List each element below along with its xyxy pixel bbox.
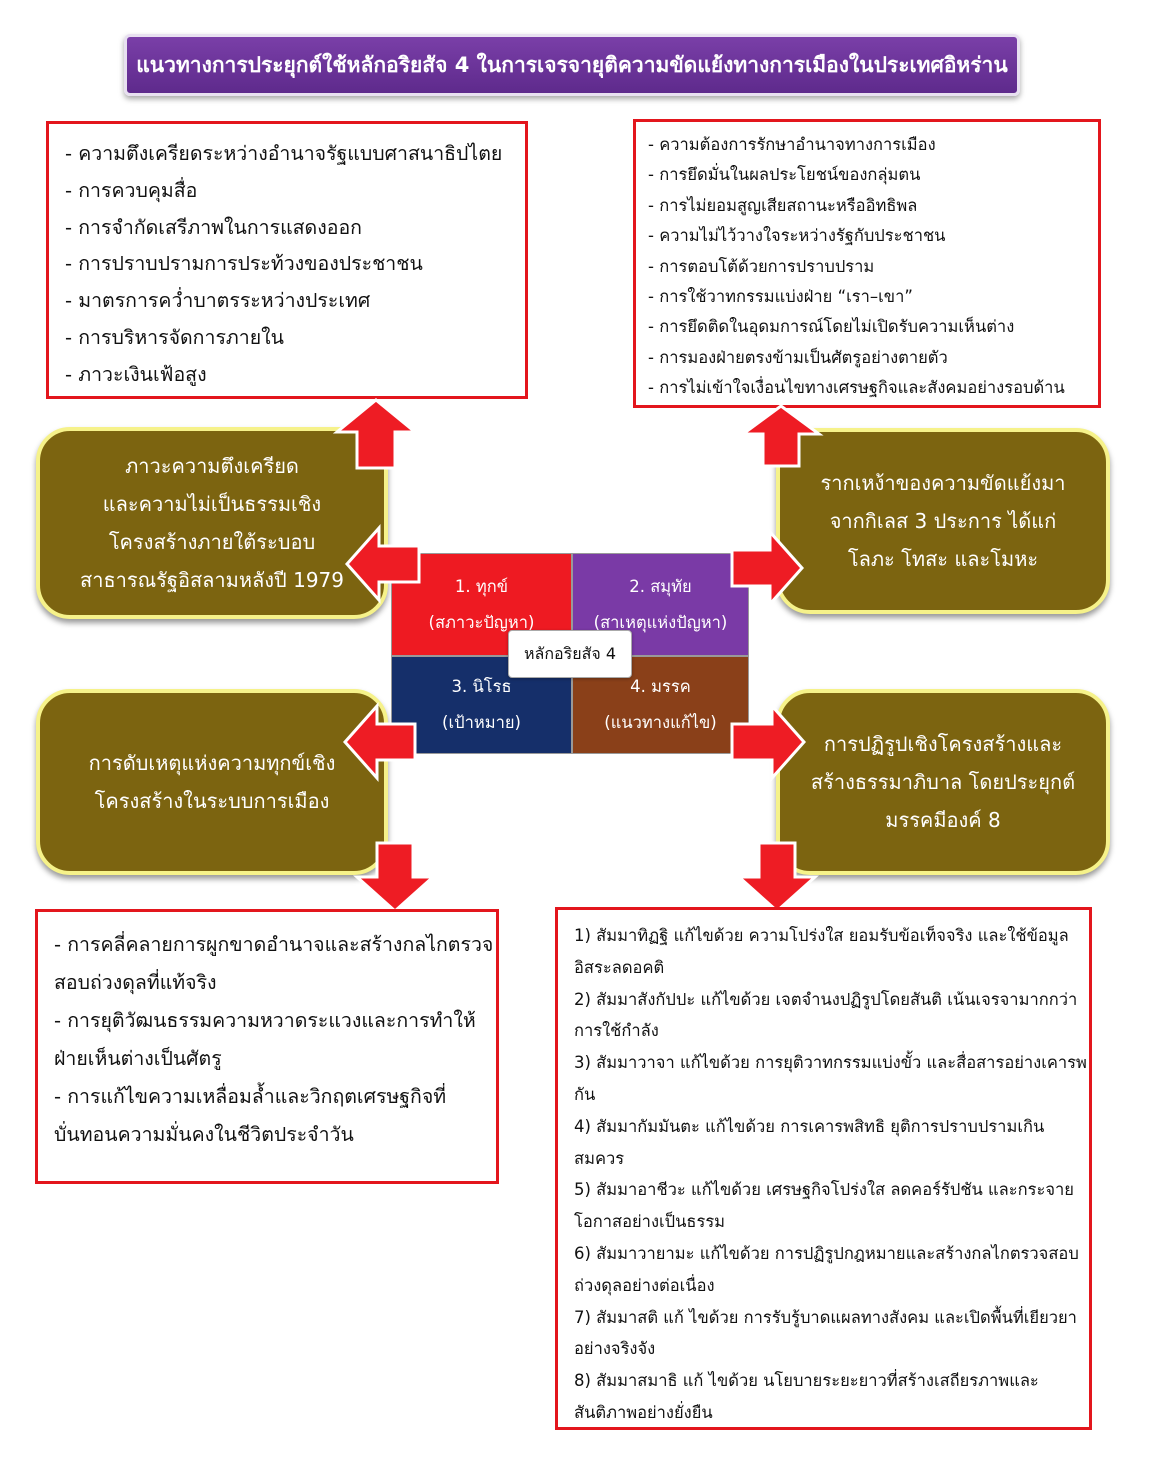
summary-line: สร้างธรรมาภิบาล โดยประยุกต์ xyxy=(810,770,1076,794)
list-item: - มาตรการคว่ำบาตรระหว่างประเทศ xyxy=(65,289,371,313)
magga-summary-box: การปฏิรูปเชิงโครงสร้างและ สร้างธรรมาภิบา… xyxy=(776,689,1110,875)
quadrant-title: 4. มรรค xyxy=(630,677,691,696)
list-item: 5) สัมมาอาชีวะ แก้ไขด้วย เศรษฐกิจโปร่งใส… xyxy=(574,1180,1074,1232)
quadrant-subtitle: (สาเหตุแห่งปัญหา) xyxy=(593,612,728,632)
arrow-left-icon xyxy=(342,702,417,782)
arrow-down-icon xyxy=(735,841,819,914)
diagram-title: แนวทางการประยุกต์ใช้หลักอริยสัจ 4 ในการเ… xyxy=(124,34,1020,96)
summary-line: จากกิเลส 3 ประการ ได้แก่ xyxy=(829,509,1057,533)
list-item: - ความไม่ไว้วางใจระหว่างรัฐกับประชาชน xyxy=(648,226,946,246)
list-item: - ความต้องการรักษาอำนาจทางการเมือง xyxy=(648,135,936,154)
list-item: 7) สัมมาสติ แก้ ไขด้วย การรับรู้บาดแผลทา… xyxy=(574,1307,1077,1359)
dukkha-detail-list: - ความตึงเครียดระหว่างอำนาจรัฐแบบศาสนาธิ… xyxy=(65,136,525,394)
summary-line: สาธารณรัฐอิสลามหลังปี 1979 xyxy=(80,568,344,592)
diagram-title-text: แนวทางการประยุกต์ใช้หลักอริยสัจ 4 ในการเ… xyxy=(136,52,1008,77)
summary-line: การปฏิรูปเชิงโครงสร้างและ xyxy=(823,732,1063,756)
quadrant-title: 1. ทุกข์ xyxy=(454,576,509,596)
list-item: - การไม่เข้าใจเงื่อนไขทางเศรษฐกิจและสังค… xyxy=(648,378,1065,398)
list-item: - การไม่ยอมสูญเสียสถานะหรืออิทธิพล xyxy=(648,195,918,215)
list-item: - การมองฝ่ายตรงข้ามเป็นศัตรูอย่างตายตัว xyxy=(648,347,948,367)
magga-detail-list: 1) สัมมาทิฏฐิ แก้ไขด้วย ความโปร่งใส ยอมร… xyxy=(574,920,1089,1429)
list-item: 1) สัมมาทิฏฐิ แก้ไขด้วย ความโปร่งใส ยอมร… xyxy=(574,926,1069,977)
summary-line: โลภะ โทสะ และโมหะ xyxy=(847,547,1039,571)
samudaya-detail-list: - ความต้องการรักษาอำนาจทางการเมือง - การ… xyxy=(648,130,1098,404)
dukkha-summary-box: ภาวะความตึงเครียด และความไม่เป็นธรรมเชิง… xyxy=(36,427,388,619)
list-item: 3) สัมมาวาจา แก้ไขด้วย การยุติวาทกรรมแบ่… xyxy=(574,1053,1087,1104)
samudaya-detail-box: - ความต้องการรักษาอำนาจทางการเมือง - การ… xyxy=(633,119,1101,408)
list-item: 2) สัมมาสังกัปปะ แก้ไขด้วย เจตจำนงปฏิรูป… xyxy=(574,989,1078,1041)
samudaya-summary-box: รากเหง้าของความขัดแย้งมา จากกิเลส 3 ประก… xyxy=(776,428,1110,614)
list-item: - การยุติวัฒนธรรมความหวาดระแวงและการทำให… xyxy=(54,1009,476,1070)
nirodha-summary-box: การดับเหตุแห่งความทุกข์เชิง โครงสร้างในร… xyxy=(36,689,388,875)
list-item: - ความตึงเครียดระหว่างอำนาจรัฐแบบศาสนาธิ… xyxy=(65,142,503,165)
list-item: 4) สัมมากัมมันตะ แก้ไขด้วย การเคารพสิทธิ… xyxy=(574,1116,1045,1168)
quadrant-dukkha: 1. ทุกข์ (สภาวะปัญหา) xyxy=(391,553,572,656)
list-item: - การยึดติดในอุดมการณ์โดยไม่เปิดรับความเ… xyxy=(648,317,1015,337)
magga-detail-box: 1) สัมมาทิฏฐิ แก้ไขด้วย ความโปร่งใส ยอมร… xyxy=(555,907,1092,1430)
list-item: 6) สัมมาวายามะ แก้ไขด้วย การปฏิรูปกฎหมาย… xyxy=(574,1243,1079,1295)
arrow-down-icon xyxy=(353,841,437,914)
list-item: - การบริหารจัดการภายใน xyxy=(65,325,284,349)
quadrant-subtitle: (แนวทางแก้ไข) xyxy=(604,713,717,732)
summary-line: และความไม่เป็นธรรมเชิง xyxy=(102,492,322,516)
quadrant-title: 3. นิโรธ xyxy=(451,677,512,696)
list-item: - การยึดมั่นในผลประโยชน์ของกลุ่มตน xyxy=(648,165,921,185)
summary-line: โครงสร้างในระบบการเมือง xyxy=(94,789,330,813)
list-item: - การใช้วาทกรรมแบ่งฝ่าย “เรา–เขา” xyxy=(648,287,913,307)
arrow-up-icon xyxy=(332,398,420,470)
nirodha-detail-list: - การคลี่คลายการผูกขาดอำนาจและสร้างกลไกต… xyxy=(54,926,496,1154)
list-item: - การคลี่คลายการผูกขาดอำนาจและสร้างกลไกต… xyxy=(54,933,494,994)
list-item: - การปราบปรามการประท้วงของประชาชน xyxy=(65,252,423,276)
summary-line: การดับเหตุแห่งความทุกข์เชิง xyxy=(88,751,336,775)
arrow-right-icon xyxy=(730,528,805,608)
four-noble-truths-label: หลักอริยสัจ 4 xyxy=(508,630,632,678)
summary-line: มรรคมีองค์ 8 xyxy=(885,808,1001,832)
list-item: 8) สัมมาสมาธิ แก้ ไขด้วย นโยบายระยะยาวที… xyxy=(574,1371,1039,1422)
list-item: - ภาวะเงินเฟ้อสูง xyxy=(65,362,207,386)
quadrant-title: 2. สมุทัย xyxy=(629,576,692,596)
list-item: - การจำกัดเสรีภาพในการแสดงออก xyxy=(65,215,362,239)
summary-line: โครงสร้างภายใต้ระบอบ xyxy=(108,530,316,554)
list-item: - การแก้ไขความเหลื่อมล้ำและวิกฤตเศรษฐกิจ… xyxy=(54,1085,447,1146)
list-item: - การตอบโต้ด้วยการปราบปราม xyxy=(648,256,875,276)
summary-line: รากเหง้าของความขัดแย้งมา xyxy=(820,471,1066,495)
arrow-up-icon xyxy=(738,404,824,468)
summary-line: ภาวะความตึงเครียด xyxy=(125,454,299,478)
dukkha-detail-box: - ความตึงเครียดระหว่างอำนาจรัฐแบบศาสนาธิ… xyxy=(46,121,528,399)
arrow-right-icon xyxy=(730,702,807,782)
list-item: - การควบคุมสื่อ xyxy=(65,178,198,202)
arrow-left-icon xyxy=(344,524,421,604)
nirodha-detail-box: - การคลี่คลายการผูกขาดอำนาจและสร้างกลไกต… xyxy=(35,909,499,1184)
quadrant-subtitle: (สภาวะปัญหา) xyxy=(428,612,535,632)
quadrant-subtitle: (เป้าหมาย) xyxy=(442,713,521,732)
